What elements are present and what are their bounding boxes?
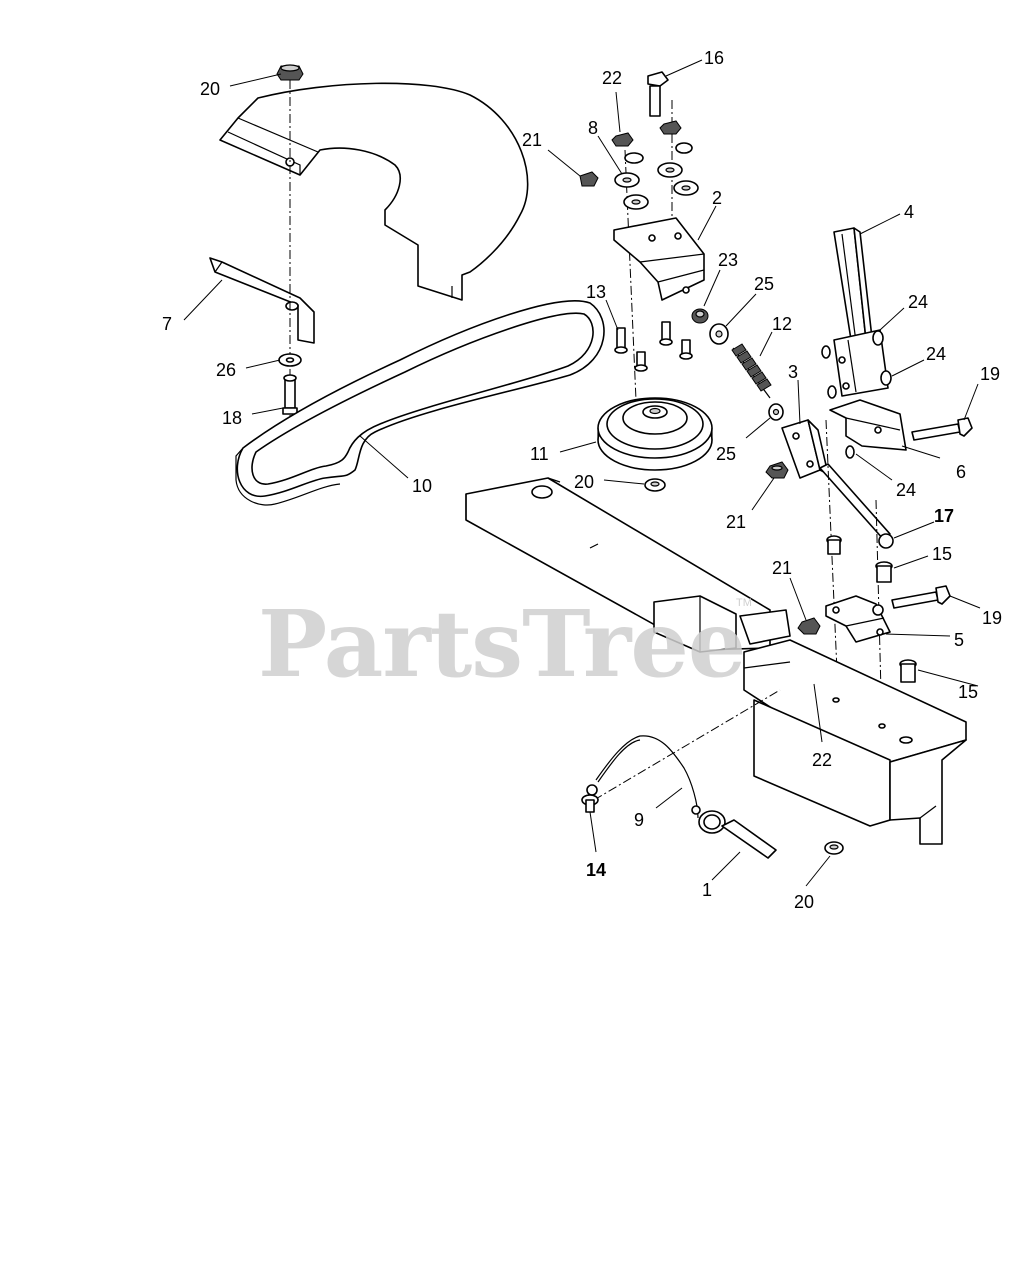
callout-24-c: 24 xyxy=(896,480,916,500)
callout-12: 12 xyxy=(772,314,792,334)
bolts-part-15 xyxy=(826,535,917,683)
bolt-part-16 xyxy=(647,71,669,117)
callout-21-middle: 21 xyxy=(726,512,746,532)
callout-20: 20 xyxy=(200,79,220,99)
bolts-part-13 xyxy=(614,321,693,372)
callout-10: 10 xyxy=(412,476,432,496)
washer-part-25-lower xyxy=(768,403,784,421)
callout-22-lower: 22 xyxy=(812,750,832,770)
callout-1: 1 xyxy=(702,880,712,900)
idler-pulley-part-11 xyxy=(597,397,713,471)
spring-part-12 xyxy=(731,343,772,399)
washers-part-24 xyxy=(821,330,892,459)
washer-part-25-upper xyxy=(709,323,729,345)
bracket-part-7 xyxy=(209,257,315,344)
callout-21-lower: 21 xyxy=(772,558,792,578)
callout-25-lower: 25 xyxy=(716,444,736,464)
bracket-part-3 xyxy=(781,419,829,479)
nut-part-21-top xyxy=(579,171,599,187)
callout-5: 5 xyxy=(954,630,964,650)
callout-2: 2 xyxy=(712,188,722,208)
nut-part-22 xyxy=(611,132,634,147)
callout-24-b: 24 xyxy=(926,344,946,364)
callout-labels: 20 7 26 18 10 22 16 8 21 2 23 13 25 12 1… xyxy=(162,48,1002,912)
callout-18: 18 xyxy=(222,408,242,428)
belt-cover xyxy=(219,82,529,301)
callout-24-a: 24 xyxy=(908,292,928,312)
callout-22: 22 xyxy=(602,68,622,88)
callout-4: 4 xyxy=(904,202,914,222)
watermark: PartsTree xyxy=(258,590,745,698)
callout-15-upper: 15 xyxy=(932,544,952,564)
bolt-part-18 xyxy=(282,374,298,415)
spacer-part-23 xyxy=(691,308,709,324)
callout-3: 3 xyxy=(788,362,798,382)
lanyard-part-9 xyxy=(586,689,781,819)
callout-11: 11 xyxy=(530,444,549,464)
callout-8: 8 xyxy=(588,118,598,138)
bracket-part-5 xyxy=(825,595,891,643)
callout-21: 21 xyxy=(522,130,542,150)
watermark-trademark: TM xyxy=(736,597,752,609)
nut-part-20-bottom xyxy=(824,841,844,855)
bolt-part-19-upper xyxy=(911,417,973,441)
leader-lines xyxy=(183,59,981,887)
pin-part-1 xyxy=(691,805,777,859)
lever-part-4 xyxy=(833,227,889,397)
callout-7: 7 xyxy=(162,314,172,334)
callout-17: 17 xyxy=(934,506,954,526)
callout-15-lower: 15 xyxy=(958,682,978,702)
callout-6: 6 xyxy=(956,462,966,482)
callout-19: 19 xyxy=(980,364,1000,384)
nut-part-20-top xyxy=(276,64,304,81)
callout-13: 13 xyxy=(586,282,606,302)
callout-23: 23 xyxy=(718,250,738,270)
callout-25: 25 xyxy=(754,274,774,294)
deck-plate xyxy=(743,639,967,845)
callout-20-bottom: 20 xyxy=(794,892,814,912)
callout-9: 9 xyxy=(634,810,644,830)
callout-16: 16 xyxy=(704,48,724,68)
callout-19-lower: 19 xyxy=(982,608,1002,628)
clip-part-14 xyxy=(581,794,599,813)
nut-part-20-pulley xyxy=(644,478,666,492)
bolt-part-19-lower xyxy=(891,585,951,609)
callout-20-pulley: 20 xyxy=(574,472,594,492)
bracket-part-6 xyxy=(829,399,907,451)
washers-and-nuts-top xyxy=(579,120,699,210)
nut-part-21-middle xyxy=(765,461,789,479)
callout-26: 26 xyxy=(216,360,236,380)
callout-14: 14 xyxy=(586,860,606,880)
belt-part-10 xyxy=(235,300,605,506)
nut-part-21-lower xyxy=(797,617,821,635)
frame-rail xyxy=(465,477,791,653)
